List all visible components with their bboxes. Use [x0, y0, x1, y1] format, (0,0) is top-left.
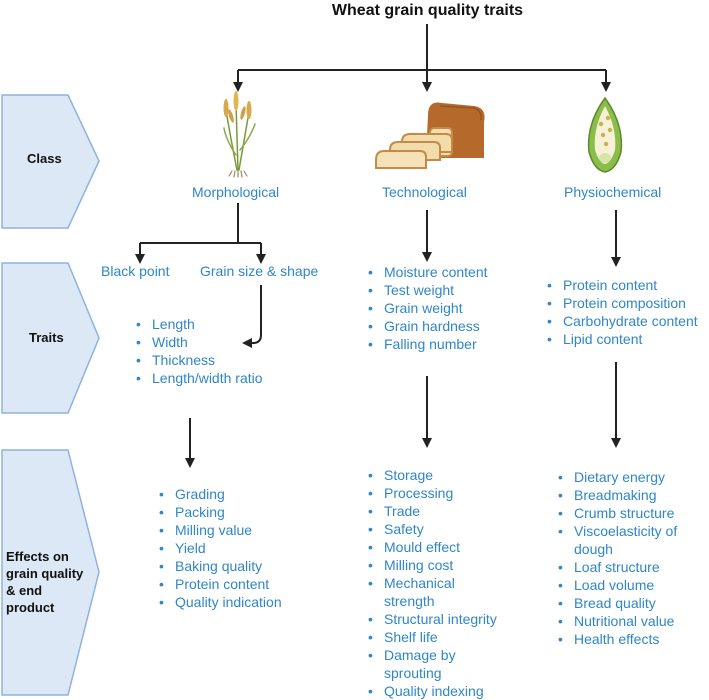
list-item: Test weight	[367, 281, 517, 299]
grain-cross-section-icon	[587, 96, 623, 173]
list-item: Protein composition	[546, 294, 706, 312]
effects-row-chevron	[1, 449, 100, 696]
list-item: Protein content	[158, 575, 288, 593]
list-item: Moisture content	[367, 263, 517, 281]
list-item: Load volume	[557, 576, 707, 594]
list-item: Nutritional value	[557, 612, 707, 630]
list-item: Lipid content	[546, 330, 706, 348]
list-item: Milling value	[158, 521, 288, 539]
list-item: Structural integrity	[367, 610, 517, 628]
list-item: Milling cost	[367, 556, 517, 574]
row-label-effects: Effects on grain quality & end product	[6, 549, 84, 615]
list-item: Bread quality	[557, 594, 707, 612]
list-item: Carbohydrate content	[546, 312, 706, 330]
list-item: Viscoelasticity of dough	[557, 522, 704, 558]
list-item: Falling number	[367, 335, 517, 353]
row-label-class: Class	[27, 151, 62, 166]
list-item: Packing	[158, 503, 288, 521]
list-item: Shelf life	[367, 628, 517, 646]
list-item: Length	[135, 315, 265, 333]
list-item: Damage by sprouting	[367, 646, 484, 682]
list-item: Thickness	[135, 351, 265, 369]
wheat-plant-icon	[223, 91, 256, 178]
class-physiochemical: Physiochemical	[564, 184, 662, 200]
branch-black-point: Black point	[101, 263, 170, 279]
physiochemical-effects-list: Dietary energy Breadmaking Crumb structu…	[557, 468, 707, 648]
physiochemical-traits-list: Protein content Protein composition Carb…	[546, 276, 706, 348]
list-item: Loaf structure	[557, 558, 707, 576]
list-item: Storage	[367, 466, 517, 484]
top-connector	[233, 24, 611, 92]
list-item: Grain weight	[367, 299, 517, 317]
list-item: Safety	[367, 520, 517, 538]
list-item: Protein content	[546, 276, 706, 294]
list-item: Grading	[158, 485, 288, 503]
list-item: Grain hardness	[367, 317, 517, 335]
list-item: Health effects	[557, 630, 707, 648]
list-item: Dietary energy	[557, 468, 707, 486]
class-morphological: Morphological	[192, 184, 280, 200]
technological-effects-list: Storage Processing Trade Safety Mould ef…	[367, 466, 517, 700]
class-row-chevron	[1, 94, 100, 229]
list-item: Quality indexing	[367, 682, 517, 700]
traits-row-chevron	[1, 262, 100, 414]
row-label-traits: Traits	[29, 330, 64, 345]
list-item: Crumb structure	[557, 504, 707, 522]
list-item: Trade	[367, 502, 517, 520]
morphological-traits-list: Length Width Thickness Length/width rati…	[135, 315, 265, 387]
list-item: Breadmaking	[557, 486, 707, 504]
list-item: Baking quality	[158, 557, 288, 575]
list-item: Length/width ratio	[135, 369, 265, 387]
bread-loaf-icon	[375, 102, 485, 169]
list-item: Yield	[158, 539, 288, 557]
list-item: Mould effect	[367, 538, 517, 556]
diagram-title: Wheat grain quality traits	[331, 2, 524, 19]
class-technological: Technological	[382, 184, 467, 200]
list-item: Processing	[367, 484, 517, 502]
morphological-effects-list: Grading Packing Milling value Yield Baki…	[158, 485, 288, 611]
list-item: Mechanical strength	[367, 574, 479, 610]
branch-grain-size-shape: Grain size & shape	[200, 263, 319, 279]
list-item: Quality indication	[158, 593, 288, 611]
technological-traits-list: Moisture content Test weight Grain weigh…	[367, 263, 517, 353]
list-item: Width	[135, 333, 265, 351]
